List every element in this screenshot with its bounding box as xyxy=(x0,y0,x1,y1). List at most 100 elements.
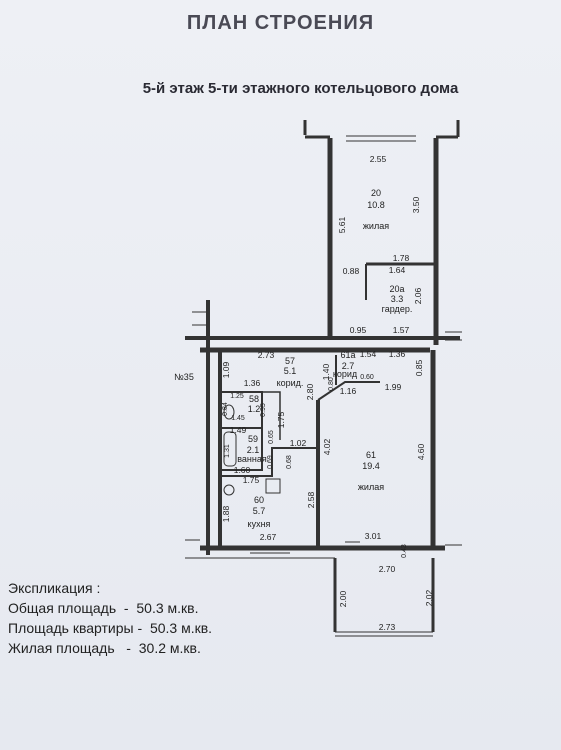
sink-icon xyxy=(223,484,235,496)
dim-label: 2.00 xyxy=(338,590,348,607)
dim-label: 2.67 xyxy=(260,532,277,542)
dim-label: 1.31 xyxy=(224,444,231,458)
room-60-number: 60 xyxy=(254,495,264,505)
room-61-number: 61 xyxy=(366,450,376,460)
stair-label: №35 xyxy=(174,372,194,382)
room-60-area: 5.7 xyxy=(253,506,266,516)
dim-label: 0.95 xyxy=(260,403,267,417)
fixtures xyxy=(223,404,281,496)
explication-heading: Экспликация : xyxy=(8,580,101,596)
explication-label: Площадь квартиры xyxy=(8,620,134,636)
dim-label: 2.58 xyxy=(306,491,316,508)
room-20-name: жилая xyxy=(363,221,389,231)
room-61a-area: 2.7 xyxy=(342,361,355,371)
dim-label: 1.99 xyxy=(385,382,402,392)
room-61a-number: 61а xyxy=(340,350,355,360)
explication-row: Жилая площадь - 30.2 м.кв. xyxy=(8,638,212,658)
dim-label: 0.84 xyxy=(222,402,229,416)
dim-label: 0.80 xyxy=(328,377,335,391)
dim-label: 0.68 xyxy=(286,455,293,469)
page-subtitle: 5-й этаж 5-ти этажного котельцового дома xyxy=(142,80,459,97)
room-59-number: 59 xyxy=(248,434,258,444)
dim-label: 1.78 xyxy=(393,253,410,263)
explication-label: Жилая площадь xyxy=(8,640,115,656)
stove-icon xyxy=(265,478,281,494)
dim-label: 1.02 xyxy=(290,438,307,448)
dim-label: 2.06 xyxy=(413,287,423,304)
room-59-name: ванная xyxy=(237,454,267,464)
dim-label: 1.45 xyxy=(231,415,245,422)
dim-label: 1.57 xyxy=(393,325,410,335)
dim-label: 1.36 xyxy=(389,349,406,359)
dim-label: 0.43 xyxy=(401,544,408,558)
dim-label: 1.36 xyxy=(244,378,261,388)
explication-sep: - xyxy=(114,640,139,656)
dim-label: 1.16 xyxy=(340,386,357,396)
dim-label: 1.75 xyxy=(243,475,260,485)
dim-label: 1.49 xyxy=(230,425,247,435)
dim-label: 4.02 xyxy=(322,438,332,455)
dim-label: 1.09 xyxy=(221,361,231,378)
bathtub-icon xyxy=(223,431,237,467)
explication-value: 30.2 м.кв. xyxy=(138,640,201,656)
dim-label: 1.64 xyxy=(389,265,406,275)
wall-bath-block xyxy=(220,391,263,471)
room-58-number: 58 xyxy=(249,394,259,404)
room-61a-name: корид xyxy=(333,369,358,379)
dim-label: 2.73 xyxy=(379,622,396,632)
wall-corridor-inner xyxy=(262,391,281,440)
dim-label: 1.54 xyxy=(360,349,377,359)
dim-label: 2.73 xyxy=(258,350,275,360)
explication-row: Площадь квартиры - 50.3 м.кв. xyxy=(8,618,212,638)
room-57-number: 57 xyxy=(285,356,295,366)
room-59-area: 2.1 xyxy=(247,445,260,455)
page-title: ПЛАН СТРОЕНИЯ xyxy=(186,12,375,34)
room-61-area: 19.4 xyxy=(362,461,380,471)
balcony-front xyxy=(335,631,433,637)
explication-value: 50.3 м.кв. xyxy=(136,600,199,616)
dim-label: 0.88 xyxy=(343,266,360,276)
room-58-area: 1.2 xyxy=(248,404,261,414)
explication-row: Общая площадь - 50.3 м.кв. xyxy=(8,598,212,618)
room-61-name: жилая xyxy=(358,482,384,492)
explication-label: Общая площадь xyxy=(8,600,117,616)
dim-label: 0.69 xyxy=(267,455,274,469)
dim-label: 3.01 xyxy=(365,531,382,541)
window-top xyxy=(346,135,416,142)
wall-top-stub-left xyxy=(303,120,330,139)
room-20-number: 20 xyxy=(371,188,381,198)
dim-label: 1.60 xyxy=(234,465,251,475)
dim-label: 0.60 xyxy=(360,374,374,381)
dim-label: 2.55 xyxy=(370,154,387,164)
room-20a-area: 3.3 xyxy=(391,294,404,304)
dim-label: 2.02 xyxy=(424,589,434,606)
room-20-area: 10.8 xyxy=(367,200,385,210)
explication-sep: - xyxy=(133,620,150,636)
dim-label: 0.85 xyxy=(414,359,424,376)
dim-label: 1.40 xyxy=(321,363,331,380)
window-kitchen xyxy=(250,552,290,559)
wall-top-stub-right xyxy=(436,120,460,139)
dim-label: 3.50 xyxy=(411,196,421,213)
explication-sep: - xyxy=(116,600,137,616)
room-60-name: кухня xyxy=(248,519,271,529)
dim-label: 4.60 xyxy=(416,443,426,460)
wall-stubs-right xyxy=(445,331,462,546)
dim-label: 1.88 xyxy=(221,505,231,522)
dim-label: 2.70 xyxy=(379,564,396,574)
wall-diag-corridor xyxy=(317,381,380,401)
dim-label: 5.61 xyxy=(337,216,347,233)
dim-label: 0.65 xyxy=(268,430,275,444)
explication: Экспликация : Общая площадь - 50.3 м.кв.… xyxy=(8,578,212,658)
wall-stubs-left xyxy=(185,311,206,541)
toilet-icon xyxy=(223,404,235,420)
explication-value: 50.3 м.кв. xyxy=(149,620,213,636)
room-20a-number: 20а xyxy=(389,284,404,294)
room-57-area: 5.1 xyxy=(284,366,297,376)
room-57-name: корид. xyxy=(277,378,304,388)
dim-label: 0.95 xyxy=(350,325,367,335)
dim-label: 1.25 xyxy=(230,393,244,400)
wall-kitchen-top xyxy=(222,447,318,477)
dim-label: 2.80 xyxy=(305,383,315,400)
